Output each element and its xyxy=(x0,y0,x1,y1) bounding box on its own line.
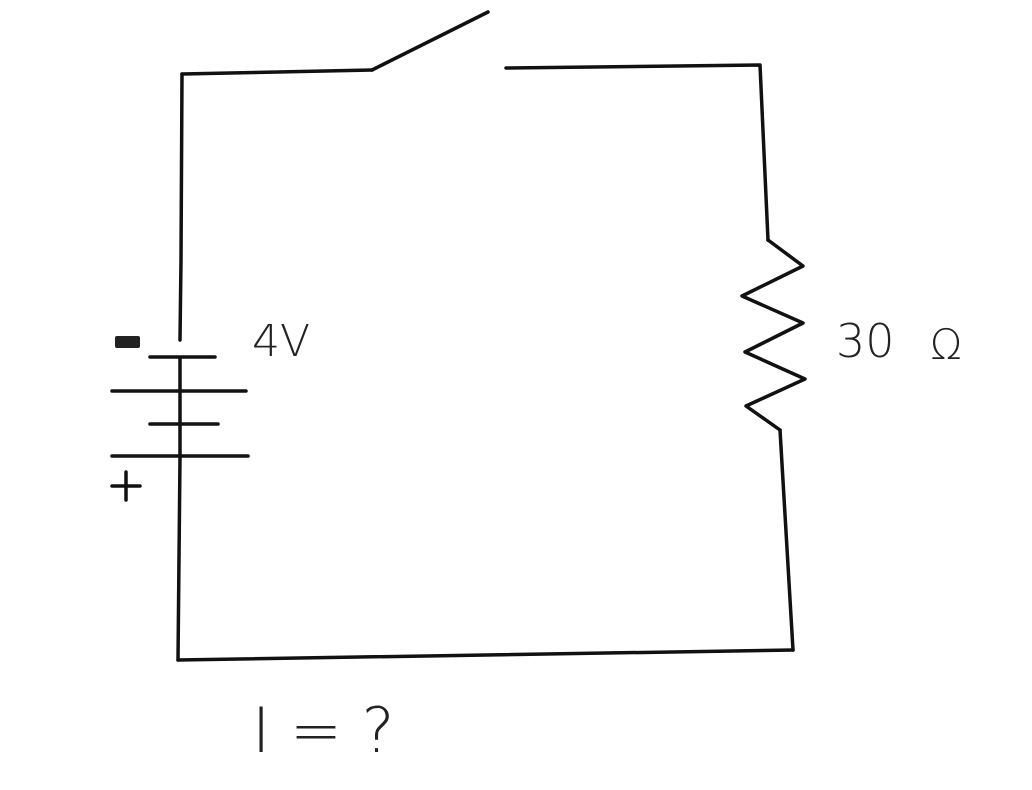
ohm-unit-label: Ω xyxy=(930,320,963,369)
minus-sign-icon xyxy=(115,336,140,348)
bottom-wire xyxy=(176,648,795,662)
top-right-wire xyxy=(504,63,770,242)
resistance-value-label: 30 xyxy=(836,314,895,368)
plus-sign-icon xyxy=(110,470,142,502)
resistor-symbol xyxy=(740,238,807,432)
battery-voltage-label: 4V xyxy=(252,316,311,367)
right-wire xyxy=(778,428,795,652)
open-switch xyxy=(370,10,490,72)
top-left-wire xyxy=(180,68,374,76)
current-question-label: I = ? xyxy=(252,694,395,767)
left-wire xyxy=(176,72,184,662)
